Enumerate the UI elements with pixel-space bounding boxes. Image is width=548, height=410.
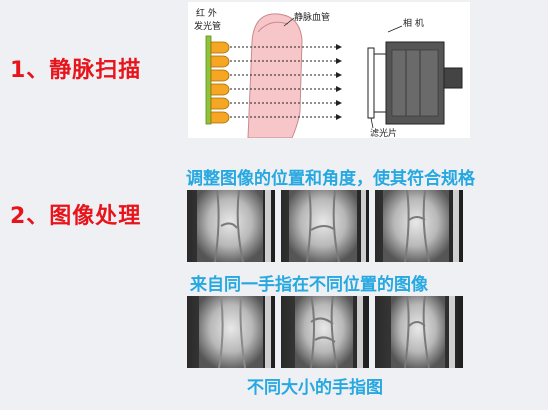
vein-leader-line [283,17,295,27]
caption-same-finger: 来自同一手指在不同位置的图像 [190,275,428,295]
ir-leds [210,41,230,124]
vein-image-thumbnail [281,296,369,368]
finger-icon [247,13,303,138]
vein-image-thumbnail [187,190,275,262]
filter-leader-line [370,117,374,129]
light-rays [230,46,336,118]
vein-image-thumbnail [187,296,275,368]
arrow-right-icon [336,44,342,50]
camera-icon [367,41,463,125]
ir-led-icon [210,111,230,124]
vein-image-thumbnail [281,190,369,262]
step-2-title: 2、图像处理 [10,204,142,229]
filter-label: 滤光片 [370,127,397,138]
ir-led-icon [210,41,230,54]
vein-scan-illustration: 红 外 发光管 [194,7,463,138]
ir-led-icon [210,83,230,96]
vein-label: 静脉血管 [294,11,330,23]
arrow-right-icon [336,58,342,64]
ir-label-line1: 红 外 [196,7,217,19]
arrow-right-icon [336,114,342,120]
fingernail-line [257,21,289,33]
ir-led-icon [210,55,230,68]
ir-label-line2: 发光管 [194,20,221,32]
step-1-title: 1、静脉扫描 [10,58,142,83]
arrow-right-icon [336,86,342,92]
vein-image-thumbnail [375,296,463,368]
led-board [205,35,212,125]
caption-finger-sizes: 不同大小的手指图 [247,378,383,398]
arrow-right-icon [336,72,342,78]
ir-led-icon [210,97,230,110]
ray-arrowheads [336,44,342,120]
arrow-right-icon [336,100,342,106]
vein-scan-diagram: 红 外 发光管 [188,2,470,138]
caption-adjust-position: 调整图像的位置和角度，使其符合规格 [186,169,475,189]
vein-image-thumbnail [375,190,463,262]
camera-leader-line [387,25,403,33]
ir-led-icon [210,69,230,82]
camera-label: 相 机 [403,17,424,29]
